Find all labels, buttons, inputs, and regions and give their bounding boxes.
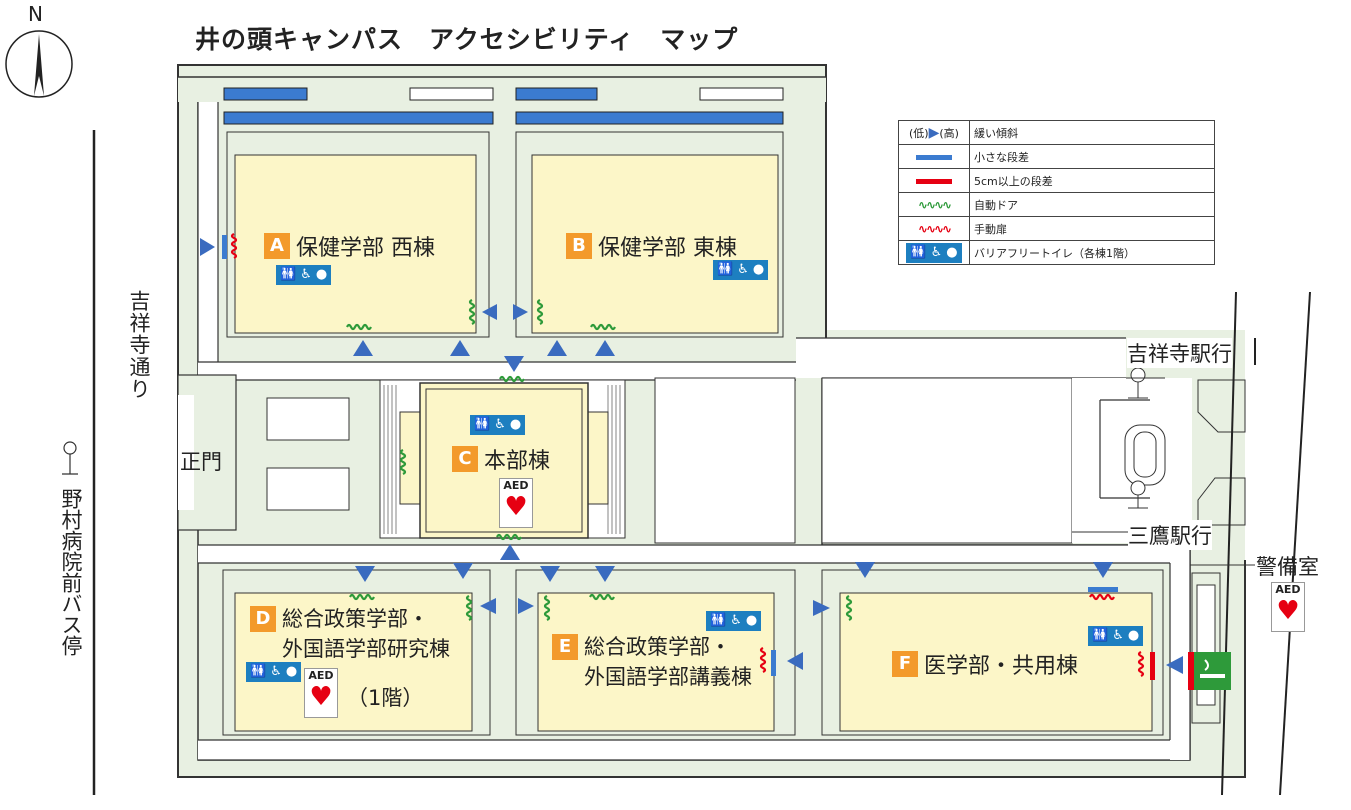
legend-slope-label: 緩い傾斜 [969, 120, 1215, 145]
legend-row-slope: (低)▶(高) 緩い傾斜 [898, 120, 1215, 145]
building-a-badge: A [264, 233, 290, 259]
building-b-label: B 保健学部 東棟 [566, 230, 737, 262]
legend-row-large-step: 5cm以上の段差 [898, 168, 1215, 193]
legend-large-step-label: 5cm以上の段差 [969, 168, 1215, 193]
building-d-floor-note: （1階） [347, 686, 424, 710]
north-arrow-icon [5, 30, 73, 98]
building-c-name: 本部棟 [484, 449, 551, 474]
building-d-badge: D [250, 606, 276, 632]
building-d-line2: 外国語学部研究棟 [282, 637, 450, 661]
street-name: 吉祥寺通り [127, 290, 151, 400]
small-step-icon [916, 155, 952, 160]
guard-room-label: 警備室 [1256, 555, 1319, 579]
building-b-name: 保健学部 東棟 [598, 236, 737, 261]
manual-door-icon: ∿∿∿∿ [917, 221, 952, 236]
compass-north-label: N [28, 2, 43, 26]
building-f-name: 医学部・共用棟 [924, 654, 1079, 679]
building-c-badge: C [452, 446, 478, 472]
direction-mitaka: 三鷹駅行 [1128, 520, 1212, 550]
legend-toilet-label: バリアフリートイレ（各棟1階） [969, 240, 1215, 265]
map-legend: (低)▶(高) 緩い傾斜 小さな段差 5cm以上の段差 ∿∿∿∿ 自動ドア ∿∿… [898, 120, 1215, 265]
aed-icon: AED♥ [1271, 582, 1305, 632]
legend-row-manual-door: ∿∿∿∿ 手動扉 [898, 216, 1215, 241]
legend-small-step-label: 小さな段差 [969, 144, 1215, 169]
building-f [839, 592, 1153, 732]
building-c-label: C 本部棟 [452, 443, 550, 475]
building-f-badge: F [892, 651, 918, 677]
large-step-icon [916, 179, 952, 184]
auto-door-icon: ∿∿∿∿ [917, 197, 952, 212]
barrier-free-toilet-icon: 🚻♿● [706, 611, 762, 631]
building-a-label: A 保健学部 西棟 [264, 230, 435, 262]
legend-row-auto-door: ∿∿∿∿ 自動ドア [898, 192, 1215, 217]
building-a-name: 保健学部 西棟 [296, 236, 435, 261]
legend-manual-door-label: 手動扉 [969, 216, 1215, 241]
barrier-free-toilet-icon: 🚻♿● [906, 242, 962, 263]
legend-row-toilet: 🚻♿● バリアフリートイレ（各棟1階） [898, 240, 1215, 265]
smoking-area-sign [1193, 652, 1231, 690]
slope-arrow-icon: ▶ [928, 124, 940, 141]
building-d-line1: 総合政策学部・ [282, 607, 429, 631]
legend-row-small-step: 小さな段差 [898, 144, 1215, 169]
main-gate-label: 正門 [180, 450, 222, 474]
legend-auto-door-label: 自動ドア [969, 192, 1215, 217]
aed-icon: AED♥ [499, 478, 533, 528]
building-e-line2: 外国語学部講義棟 [584, 665, 752, 689]
building-e-line1: 総合政策学部・ [584, 635, 731, 659]
barrier-free-toilet-icon: 🚻♿● [713, 260, 769, 280]
building-f-label: F 医学部・共用棟 [892, 648, 1078, 680]
legend-slope-high: (高) [939, 126, 959, 140]
legend-slope-low: (低) [909, 126, 929, 140]
map-title: 井の頭キャンパス アクセシビリティ マップ [195, 25, 739, 54]
legend-slope-symbol: (低)▶(高) [898, 120, 970, 145]
bus-stop-icon [62, 441, 78, 475]
bus-stop-name: 野村病院前バス停 [59, 488, 83, 656]
direction-kichijoji: 吉祥寺駅行 [1127, 338, 1232, 368]
building-e-badge: E [552, 634, 578, 660]
building-b-badge: B [566, 233, 592, 259]
aed-icon: AED♥ [304, 668, 338, 718]
barrier-free-toilet-icon: 🚻♿● [276, 265, 332, 285]
barrier-free-toilet-icon: 🚻♿● [1088, 626, 1144, 646]
barrier-free-toilet-icon: 🚻♿● [246, 662, 302, 682]
barrier-free-toilet-icon: 🚻♿● [470, 415, 526, 435]
